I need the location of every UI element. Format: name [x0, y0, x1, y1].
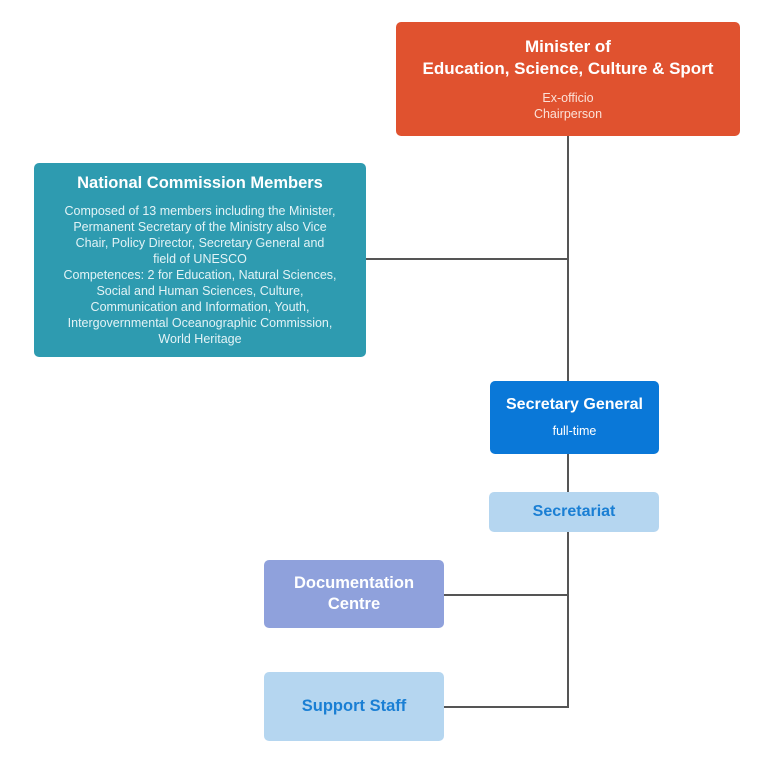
support-staff-title: Support Staff — [301, 697, 407, 715]
connector-sg-to-secretariat — [567, 454, 569, 492]
minister-sub-line2: Chairperson — [533, 107, 603, 121]
secretariat-node: Secretariat — [489, 492, 659, 532]
commission-line: World Heritage — [158, 331, 242, 346]
secretariat-title: Secretariat — [532, 503, 616, 520]
connector-secretariat-down — [567, 532, 569, 708]
commission-line: Communication and Information, Youth, — [90, 299, 310, 314]
minister-node: Minister of Education, Science, Culture … — [396, 22, 740, 136]
commission-line: Competences: 2 for Education, Natural Sc… — [63, 267, 337, 282]
minister-title-line2: Education, Science, Culture & Sport — [422, 59, 714, 78]
minister-title-line1: Minister of — [525, 37, 611, 56]
connector-documentation — [444, 594, 568, 596]
commission-line: Chair, Policy Director, Secretary Genera… — [75, 235, 325, 250]
secretary-general-node: Secretary General full-time — [490, 381, 659, 454]
connector-support-staff — [444, 706, 568, 708]
minister-sub-line1: Ex-officio — [542, 91, 594, 105]
secretary-general-sub: full-time — [552, 424, 597, 438]
documentation-centre-node: Documentation Centre — [264, 560, 444, 628]
commission-title: National Commission Members — [77, 173, 323, 192]
documentation-title-line1: Documentation — [293, 574, 415, 592]
commission-line: Social and Human Sciences, Culture, — [96, 283, 304, 298]
commission-line: Composed of 13 members including the Min… — [64, 203, 336, 218]
commission-line: Intergovernmental Oceanographic Commissi… — [67, 315, 333, 330]
support-staff-node: Support Staff — [264, 672, 444, 741]
documentation-title-line2: Centre — [327, 595, 381, 613]
commission-line: field of UNESCO — [153, 251, 247, 266]
commission-line: Permanent Secretary of the Ministry also… — [73, 219, 327, 234]
secretary-general-title: Secretary General — [506, 396, 643, 413]
connector-commission — [366, 258, 568, 260]
commission-node: National Commission Members Composed of … — [34, 163, 366, 357]
